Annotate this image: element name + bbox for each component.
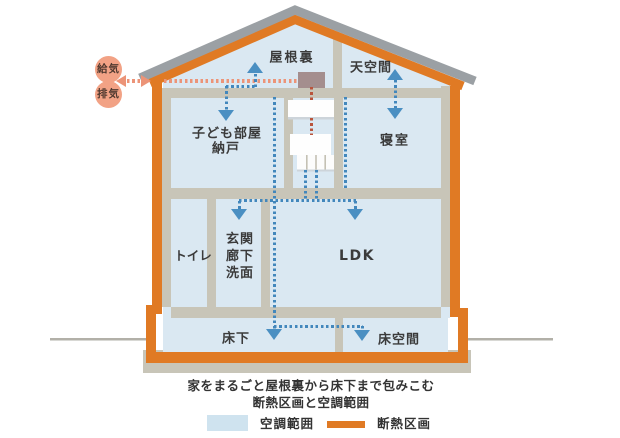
roof-insulation	[148, 14, 465, 91]
outside-air-duct-line	[164, 78, 298, 83]
left-wall-lining	[162, 88, 171, 307]
ceiling-band	[171, 88, 441, 98]
caption-line-2: 断熱区画と空調範囲	[252, 395, 370, 410]
airflow-arrow-up-attic-space-icon	[387, 69, 403, 80]
left-step-insulation-v	[146, 305, 156, 363]
underfloor-space	[163, 318, 448, 352]
right-wall-insulation	[450, 86, 460, 314]
label-attic: 屋根裏	[269, 50, 315, 66]
airflow-line-shaft-right	[343, 97, 347, 188]
label-washroom: 洗面	[225, 266, 255, 281]
duct-line-unit-top	[309, 87, 313, 101]
ground-line-right	[467, 338, 553, 341]
right-wall-lining	[441, 86, 450, 307]
exhaust-air-label: 排気	[97, 88, 120, 101]
attic-divider	[333, 38, 342, 98]
label-entrance: 玄関	[225, 232, 255, 247]
airflow-arrow-down-floor-space-icon	[354, 330, 370, 341]
shaft-wall-left	[284, 98, 293, 188]
label-hallway: 廊下	[225, 249, 255, 264]
airflow-line-entrance	[237, 201, 241, 210]
floor-insulation	[146, 352, 468, 363]
label-floor-space: 床空間	[377, 332, 421, 348]
airflow-line-first-floor	[239, 198, 356, 202]
supply-air-label: 給気	[97, 63, 120, 76]
shaft-wall-right	[334, 98, 343, 188]
outside-air-arrow-left-icon	[116, 75, 126, 87]
duct-line-unit-mid	[309, 118, 313, 135]
airflow-line-attic	[253, 74, 257, 87]
airflow-line-kids-room	[225, 86, 228, 110]
airflow-line-main-drop	[272, 97, 276, 330]
left-wall-insulation	[152, 80, 162, 312]
airflow-line-floor-space	[360, 326, 364, 331]
roof	[138, 5, 477, 86]
airflow-arrow-down-ldk-icon	[347, 209, 363, 220]
first-floor-band	[171, 307, 441, 318]
airflow-line-bedroom	[393, 80, 397, 108]
airflow-arrow-down-underfloor-icon	[266, 329, 282, 340]
label-closet: 納戸	[211, 141, 241, 157]
airflow-arrow-down-entrance-icon	[231, 209, 247, 220]
ground-line-left	[50, 338, 146, 341]
label-bedroom: 寝室	[379, 133, 411, 149]
airflow-line-shaft-out-1	[303, 170, 307, 200]
legend-aircon-label: 空調範囲	[260, 416, 315, 431]
label-attic-space: 天空間	[349, 60, 393, 76]
outside-air-dashes	[127, 79, 141, 83]
legend-aircon-swatch	[207, 415, 248, 431]
airflow-line-ldk	[353, 201, 357, 210]
airflow-arrow-up-attic-icon	[247, 62, 263, 73]
airflow-arrow-down-bedroom-icon	[387, 108, 403, 119]
airflow-line-underfloor	[274, 324, 363, 328]
airflow-line-attic-connector	[226, 85, 256, 88]
label-underfloor: 床下	[221, 331, 251, 347]
toilet-partition	[207, 199, 216, 307]
right-step-insulation-v	[458, 308, 468, 363]
ac-unit-upper	[288, 100, 334, 117]
legend-insulation-label: 断熱区画	[377, 416, 432, 431]
caption-line-1: 家をまるごと屋根裏から床下まで包みこむ	[187, 378, 435, 393]
ac-outdoor-unit	[298, 72, 325, 88]
label-ldk: LDK	[339, 248, 375, 264]
ldk-partition	[261, 199, 270, 307]
airflow-line-shaft-out-2	[314, 170, 318, 200]
ac-unit-lower	[290, 134, 331, 155]
label-kids-room: 子ども部屋	[191, 126, 263, 142]
outside-air-arrow-right-icon	[141, 75, 151, 87]
label-entrance-block: 玄関 廊下 洗面	[226, 231, 254, 282]
legend-insulation-swatch	[327, 420, 365, 428]
underfloor-divider	[335, 318, 343, 352]
airflow-arrow-down-kids-room-icon	[218, 110, 234, 121]
label-toilet: トイレ	[174, 247, 212, 263]
